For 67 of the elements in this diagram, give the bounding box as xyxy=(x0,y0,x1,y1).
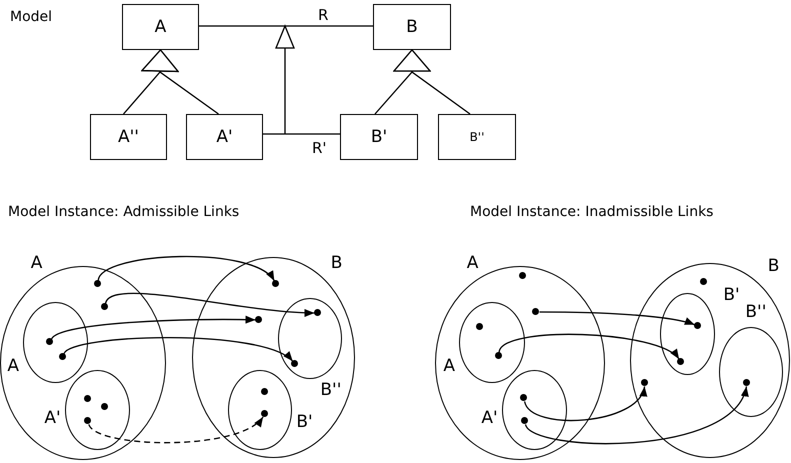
instance-dot xyxy=(84,394,91,402)
class-box xyxy=(438,114,516,160)
instance-dot xyxy=(272,280,280,288)
generalization-arrow xyxy=(141,49,219,115)
instance-dot xyxy=(84,416,91,424)
set-label: B'' xyxy=(320,380,342,400)
instance-dot xyxy=(314,308,321,316)
edge-label: R xyxy=(318,6,328,24)
class-box xyxy=(122,4,199,50)
link-arrow xyxy=(64,336,294,362)
instance-dot xyxy=(700,278,708,286)
link-arrow xyxy=(105,292,315,317)
instance-dot xyxy=(255,316,262,324)
class-name: B xyxy=(406,17,418,37)
set-label: A' xyxy=(481,408,498,428)
set-label: A xyxy=(30,252,42,273)
class-name: A'' xyxy=(118,127,139,147)
set-ellipse xyxy=(192,257,355,458)
set-label: B xyxy=(768,256,780,276)
instance-dot xyxy=(290,360,298,367)
edge-label: R' xyxy=(312,139,327,157)
association-line xyxy=(263,133,340,135)
set-label: B'' xyxy=(745,302,766,322)
set-label: A xyxy=(443,356,456,376)
set-label: A' xyxy=(44,408,61,428)
instance-dot xyxy=(641,379,648,386)
set-label: B' xyxy=(723,285,740,306)
class-box xyxy=(90,114,167,160)
instance-dot xyxy=(260,388,268,395)
class-box xyxy=(340,114,418,160)
link-arrow xyxy=(498,334,680,360)
instance-dot xyxy=(519,272,526,280)
instance-dot xyxy=(476,322,483,330)
instance-dot xyxy=(94,280,102,288)
section-title: Model xyxy=(10,8,52,26)
link-arrow xyxy=(525,386,748,444)
set-label: A xyxy=(466,252,478,273)
class-box xyxy=(186,114,263,160)
instance-dot xyxy=(58,352,66,360)
instance-dot xyxy=(101,303,108,310)
class-name: B'' xyxy=(470,130,484,144)
link-arrow xyxy=(88,416,264,444)
set-label: A xyxy=(7,356,20,376)
instance-dot xyxy=(494,352,502,359)
instance-dot xyxy=(46,338,53,345)
instance-dot xyxy=(520,394,527,401)
instance-dot xyxy=(694,322,701,329)
link-arrow xyxy=(98,256,275,282)
instance-dot xyxy=(532,308,540,316)
link-arrow xyxy=(51,316,256,340)
instance-dot xyxy=(260,410,268,417)
instance-dot xyxy=(520,416,528,424)
set-label: B xyxy=(330,252,342,273)
section-title: Model Instance: Inadmissible Links xyxy=(470,203,714,221)
association-line xyxy=(199,25,373,27)
class-name: A' xyxy=(216,127,233,147)
class-box xyxy=(373,4,451,50)
link-arrow xyxy=(524,386,646,422)
class-name: B' xyxy=(370,127,388,147)
instance-dot xyxy=(676,358,684,365)
link-arrow xyxy=(540,311,695,326)
set-label: B' xyxy=(296,412,313,432)
instance-dot xyxy=(742,378,750,386)
section-title: Model Instance: Admissible Links xyxy=(8,203,240,221)
generalization-arrow xyxy=(393,49,470,115)
class-name: A xyxy=(154,17,166,37)
instance-dot xyxy=(100,402,108,410)
